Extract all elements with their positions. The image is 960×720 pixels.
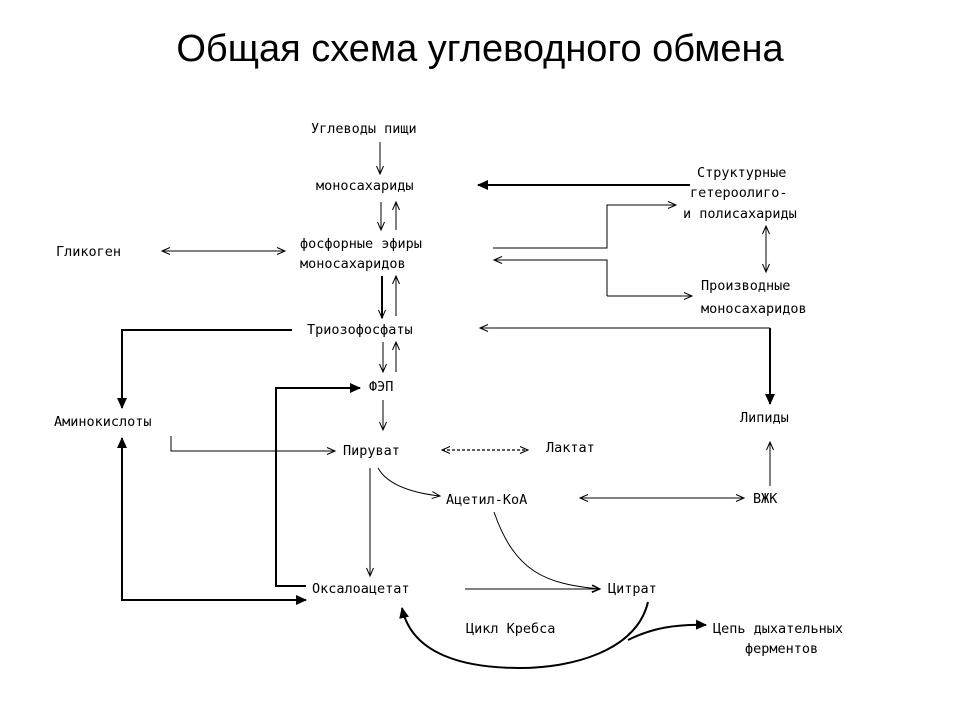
node-glycogen: Гликоген — [56, 244, 121, 260]
node-monosaccharides: моносахариды — [316, 178, 414, 194]
node-krebs-cycle: Цикл Кребса — [466, 621, 555, 637]
node-citrate: Цитрат — [608, 581, 657, 597]
node-derivatives-line1: Производные — [701, 278, 790, 294]
edge-acetylcoa-to-citrate — [493, 511, 600, 589]
edge-pyruvate-to-acetylcoa — [377, 467, 440, 496]
node-resp-chain-line2: ферментов — [745, 641, 818, 657]
node-structural-line3: и полисахариды — [683, 206, 797, 222]
node-phospho-line2: моносахаридов — [300, 256, 406, 272]
page-title: Общая схема углеводного обмена — [176, 28, 784, 70]
edge-aminoacids-to-pyruvate — [170, 436, 335, 451]
node-lactate: Лактат — [546, 440, 595, 456]
node-resp-chain-line1: Цепь дыхательных — [713, 621, 843, 637]
edge-krebs-cycle-loop — [399, 601, 649, 670]
node-structural-line1: Структурные — [697, 165, 786, 181]
edge-krebs-to-resp-chain — [627, 619, 707, 641]
edge-aminoacids-oxaloacetate — [117, 437, 307, 605]
node-triose-phosphates: Триозофосфаты — [307, 322, 413, 338]
node-pyruvate: Пируват — [343, 443, 400, 459]
node-oxaloacetate: Оксалоацетат — [312, 581, 410, 597]
node-food-carbs: Углеводы пищи — [311, 121, 417, 137]
node-aminoacids: Аминокислоты — [54, 414, 152, 430]
node-derivatives-line2: моносахаридов — [701, 301, 807, 317]
node-structural-line2: гетероолиго- — [690, 185, 788, 201]
node-pep: ФЭП — [369, 379, 393, 395]
node-lipids: Липиды — [740, 410, 789, 426]
node-acetyl-coa: Ацетил-КоА — [446, 492, 527, 508]
node-phospho-line1: фосфорные эфиры — [300, 236, 422, 252]
edge-triose-to-aminoacids — [117, 329, 292, 409]
edge-phospho-to-structural — [493, 205, 676, 249]
edge-oxaloacetate-to-pep — [275, 383, 361, 587]
edge-derivatives-to-phospho — [494, 260, 608, 296]
node-ffa: ВЖК — [753, 491, 778, 507]
